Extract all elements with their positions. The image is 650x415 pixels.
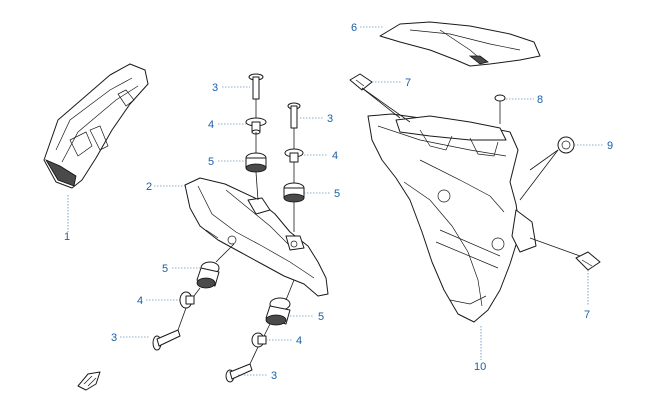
orientation-icon bbox=[77, 371, 101, 391]
part-5-grommet-lower-center bbox=[265, 297, 291, 326]
callout-9: 9 bbox=[607, 140, 613, 152]
callout-7-upper: 7 bbox=[405, 77, 411, 89]
part-3-bolt-lower-center bbox=[225, 363, 253, 383]
part-5-grommet-upper-right bbox=[283, 182, 305, 203]
callout-8: 8 bbox=[537, 94, 543, 106]
part-4-washer-upper-right bbox=[284, 148, 304, 163]
part-9-nut bbox=[557, 136, 575, 154]
part-5-grommet-upper-left bbox=[245, 152, 267, 173]
part-1-side-cover bbox=[43, 63, 149, 189]
part-4-washer-lower-center bbox=[251, 332, 267, 348]
callout-6: 6 bbox=[351, 22, 357, 34]
part-2-bracket-plate bbox=[184, 177, 329, 297]
callout-10: 10 bbox=[474, 361, 486, 373]
part-4-washer-upper-left bbox=[245, 117, 267, 135]
part-3-bolt-upper-right bbox=[287, 102, 301, 129]
callouts: 1 2 3 3 3 3 4 4 4 4 5 5 5 5 6 7 7 bbox=[64, 22, 613, 382]
callout-2: 2 bbox=[146, 181, 152, 193]
callout-5-upper-left: 5 bbox=[208, 156, 214, 168]
part-4-washer-lower-left bbox=[179, 291, 195, 309]
part-7-clip-upper bbox=[349, 73, 373, 91]
part-7-clip-lower bbox=[575, 251, 601, 271]
callout-3-upper-left: 3 bbox=[212, 82, 218, 94]
callout-3-lower-center: 3 bbox=[271, 370, 277, 382]
callout-7-lower: 7 bbox=[584, 309, 590, 321]
assembly-guide-lines bbox=[177, 99, 295, 365]
callout-1: 1 bbox=[64, 231, 70, 243]
callout-3-upper-right: 3 bbox=[327, 113, 333, 125]
part-6-top-cover bbox=[379, 21, 541, 67]
callout-4-lower-left: 4 bbox=[137, 295, 143, 307]
right-guide-lines bbox=[361, 87, 581, 257]
callout-5-lower-center: 5 bbox=[318, 311, 324, 323]
part-10-rear-fender bbox=[367, 113, 537, 323]
callout-4-lower-center: 4 bbox=[296, 335, 302, 347]
callout-5-lower-left: 5 bbox=[162, 263, 168, 275]
callout-5-upper-right: 5 bbox=[334, 188, 340, 200]
callout-4-upper-right: 4 bbox=[332, 150, 338, 162]
part-3-bolt-lower-left bbox=[152, 329, 181, 351]
part-3-bolt-upper-left bbox=[248, 73, 264, 100]
part-5-grommet-lower-left bbox=[196, 261, 220, 289]
part-8-screw bbox=[494, 94, 506, 112]
callout-4-upper-left: 4 bbox=[208, 119, 214, 131]
callout-3-lower-left: 3 bbox=[111, 332, 117, 344]
